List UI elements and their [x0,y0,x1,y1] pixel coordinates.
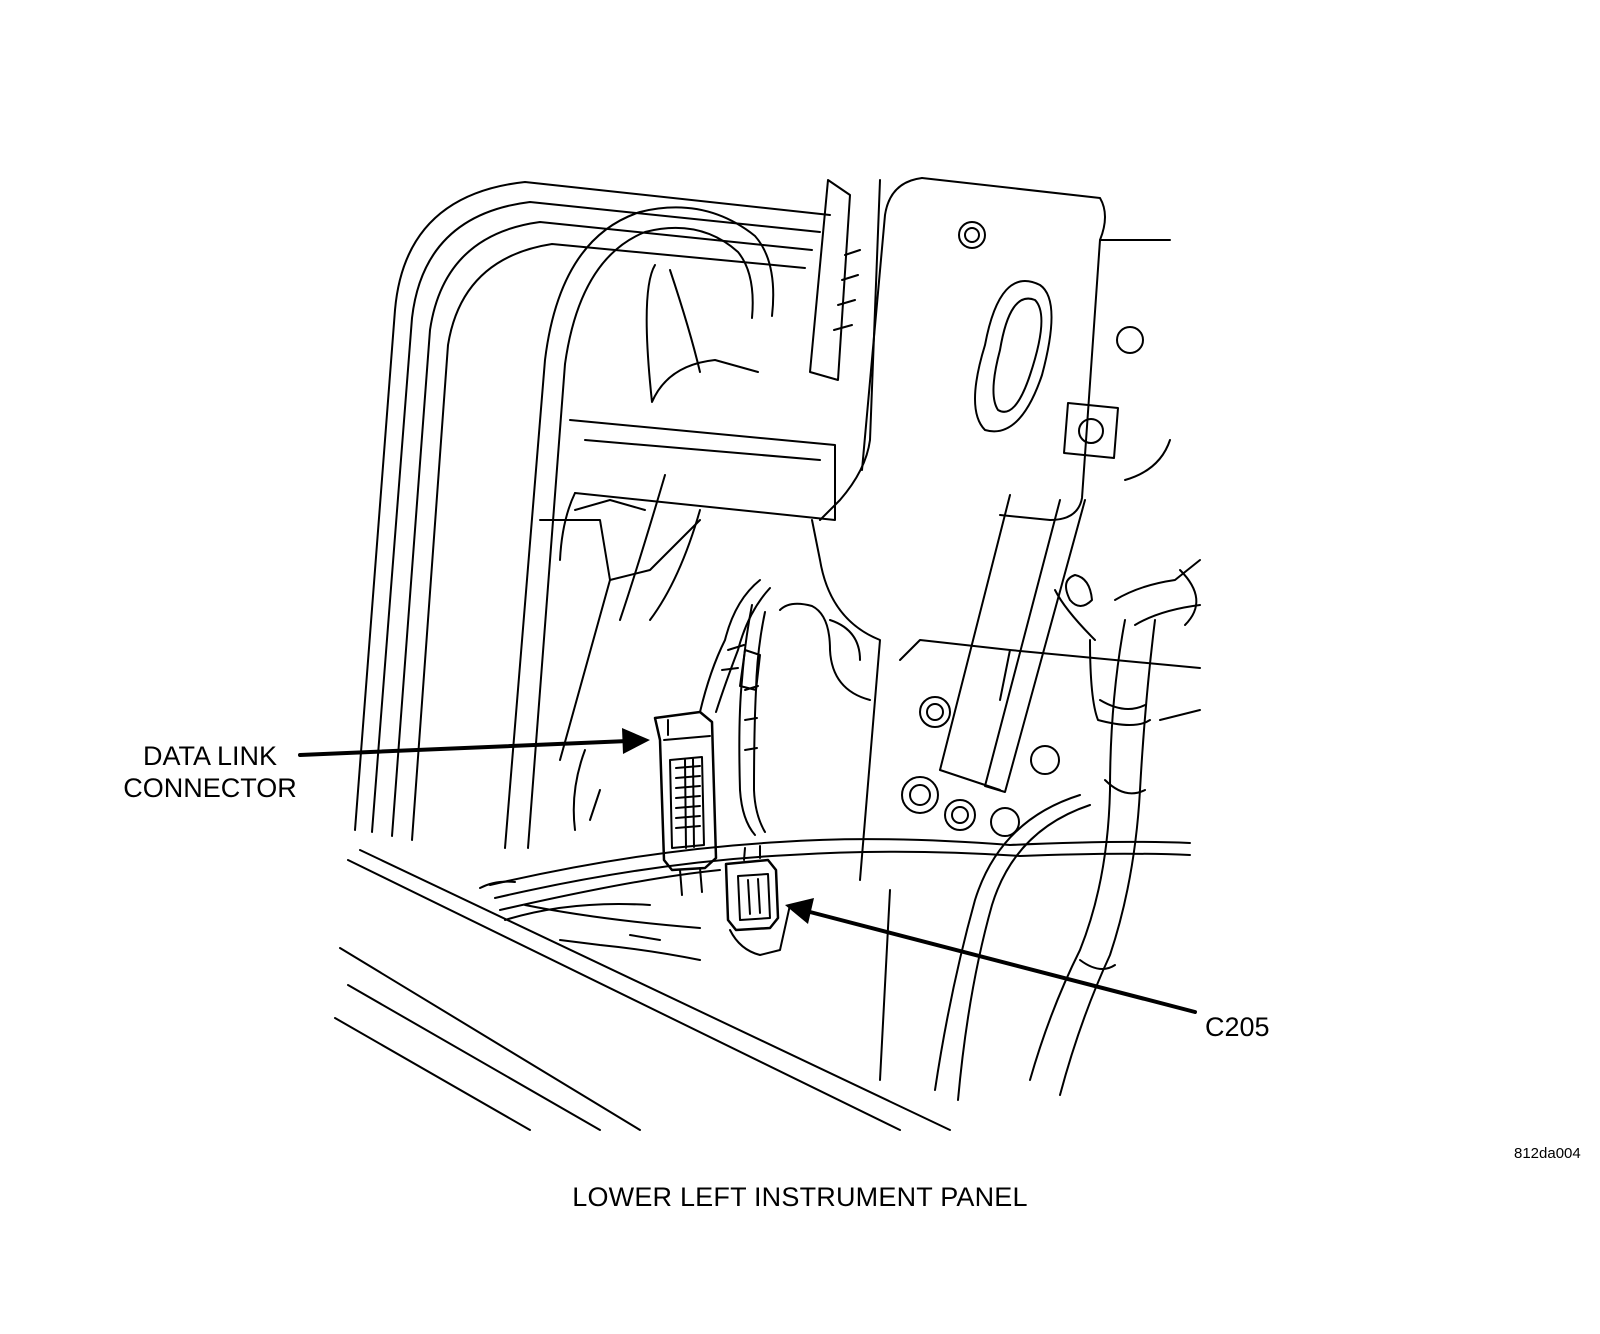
mounting-bracket [921,177,1171,521]
c205-connector [724,845,791,956]
c205-arrowhead [785,898,814,924]
figure-id: 812da004 [1514,1145,1581,1162]
u-bracket [504,206,775,849]
dlc-leader-arrow [298,739,630,757]
panel-frame [354,181,831,841]
data-link-connector-label-line1: DATA LINK [142,741,278,771]
dlc-wires [699,579,771,836]
figure-caption: LOWER LEFT INSTRUMENT PANEL [572,1182,1028,1212]
leader-arrows [298,739,1197,1014]
brace-strap [939,494,1086,793]
data-link-connector-label: DATA LINK CONNECTOR [110,740,310,804]
data-link-connector [653,710,718,896]
lower-floor-lines [334,849,951,1131]
main-harness-bundle [1029,559,1201,1096]
c205-leader-arrow [808,910,1197,1014]
dlc-arrowhead [622,728,650,754]
lower-panel-body [739,519,1201,1081]
c205-label: C205 [1205,1012,1270,1042]
data-link-connector-label-line2: CONNECTOR [123,773,297,803]
left-inner-panel [539,474,701,831]
secondary-wire [934,794,1091,1101]
wiring-harness [479,838,1191,929]
center-post [809,177,923,521]
cross-beam [559,419,836,561]
